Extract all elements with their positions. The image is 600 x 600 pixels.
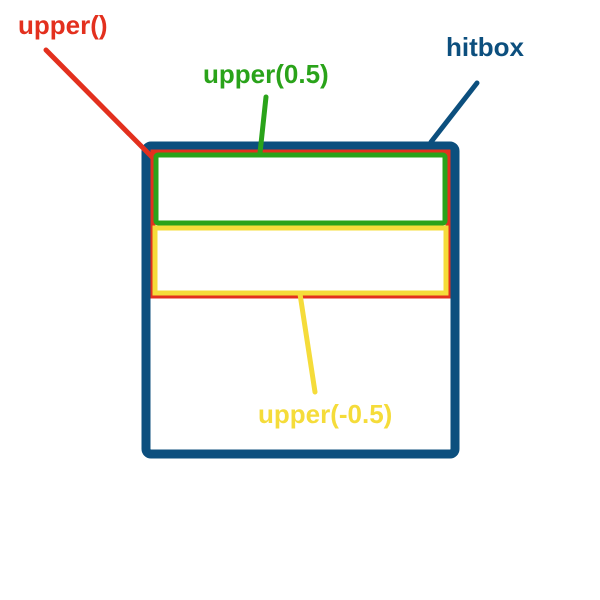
hitbox-leader-line: [428, 80, 480, 145]
upper-label: upper(): [18, 10, 108, 40]
upper-half-rect: [153, 152, 448, 226]
hitbox-rect: [141, 141, 460, 459]
upper-negative-half-leader-line: [297, 291, 318, 395]
upper-negative-half-label: upper(-0.5): [258, 399, 393, 429]
upper-leader-line: [43, 47, 156, 161]
upper-half-leader-line: [257, 94, 269, 156]
upper-negative-half-rect: [152, 225, 449, 296]
upper-half-label: upper(0.5): [203, 59, 329, 89]
hitbox-label: hitbox: [446, 32, 524, 62]
